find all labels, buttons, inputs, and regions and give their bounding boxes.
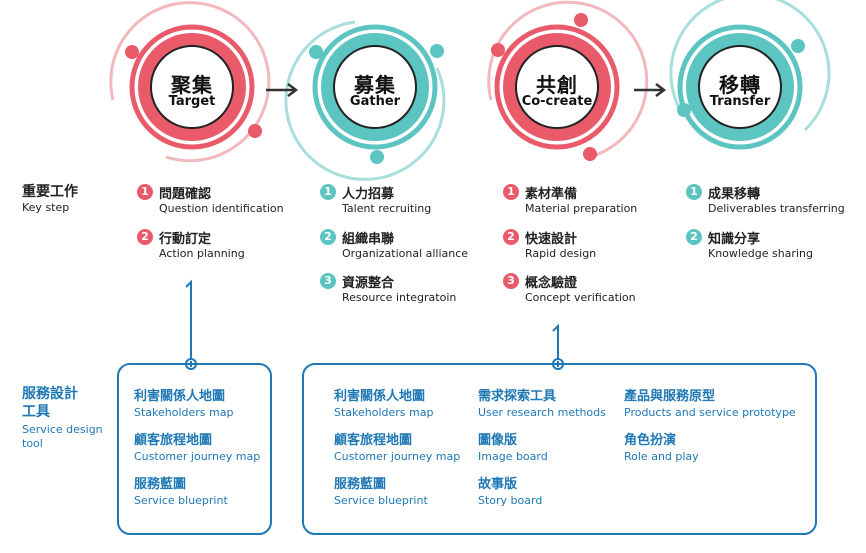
- step-title-en: Deliverables transferring: [708, 202, 845, 215]
- step-title-zh: 概念驗證: [525, 276, 578, 291]
- step-title-zh: 問題確認: [159, 187, 212, 202]
- tool-title-zh: 產品與服務原型: [624, 389, 716, 404]
- tool-item: 利害關係人地圖 Stakeholders map: [134, 385, 233, 419]
- stage-1-orbit-dot: [248, 124, 262, 138]
- step-title-en: Material preparation: [525, 202, 638, 215]
- step-number-badge: 1: [137, 184, 153, 200]
- tool-title-en: User research methods: [478, 406, 606, 419]
- step-number-badge: 2: [137, 229, 153, 245]
- tool-title-en: Products and service prototype: [624, 406, 796, 419]
- stage-3-title-zh: 共創: [536, 73, 578, 97]
- stage-2-orbit-dot: [370, 150, 384, 164]
- tool-item: 圖像版 Image board: [478, 429, 548, 463]
- stage-1-orbit-dot: [125, 45, 139, 59]
- tool-item: 利害關係人地圖 Stakeholders map: [334, 385, 433, 419]
- stage-2-orbit-dot: [309, 45, 323, 59]
- stage-1-title-en: Target: [168, 94, 216, 109]
- tool-title-en: Story board: [478, 494, 543, 507]
- step-number-badge: 3: [320, 273, 336, 289]
- step-number-badge: 2: [503, 229, 519, 245]
- stage-4-orbit-dot: [791, 39, 805, 53]
- tool-title-en: Stakeholders map: [134, 406, 234, 419]
- stage-2-orbit-dot: [430, 44, 444, 58]
- tool-title-en: Stakeholders map: [334, 406, 434, 419]
- step-number-badge: 1: [320, 184, 336, 200]
- tool-title-en: Service blueprint: [334, 494, 428, 507]
- step-number-badge: 1: [686, 184, 702, 200]
- tool-item: 故事版 Story board: [478, 473, 542, 507]
- tool-title-zh: 故事版: [478, 477, 518, 492]
- arrow-3-4: [634, 83, 667, 97]
- tool-item: 服務藍圖 Service blueprint: [134, 473, 228, 507]
- tool-title-zh: 利害關係人地圖: [134, 389, 226, 404]
- step-title-en: Resource integratoin: [342, 291, 457, 304]
- tool-item: 顧客旅程地圖 Customer journey map: [134, 429, 260, 463]
- tool-title-en: Customer journey map: [134, 450, 261, 463]
- step-title-zh: 資源整合: [342, 276, 395, 291]
- step-title-en: Knowledge sharing: [708, 247, 813, 260]
- stage-3-title-en: Co-create: [521, 94, 593, 109]
- tool-title-zh: 利害關係人地圖: [334, 389, 426, 404]
- stage-3-orbit-dot: [583, 147, 597, 161]
- step-number-badge: 1: [503, 184, 519, 200]
- tool-title-en: Customer journey map: [334, 450, 461, 463]
- tools-title-zh-2: 工具: [22, 404, 50, 420]
- stage-3-orbit-dot: [491, 43, 505, 57]
- step-title-zh: 知識分享: [708, 232, 761, 247]
- tool-title-zh: 圖像版: [478, 433, 518, 448]
- stage-4-orbit-dot: [677, 103, 691, 117]
- step-title-zh: 快速設計: [525, 232, 578, 247]
- stage-1-target: [109, 1, 271, 163]
- step-number-badge: 2: [320, 229, 336, 245]
- tool-title-zh: 角色扮演: [624, 433, 677, 448]
- tool-item: 產品與服務原型 Products and service prototype: [624, 385, 796, 419]
- stage-2-title-zh: 募集: [354, 73, 396, 97]
- tool-item: 服務藍圖 Service blueprint: [334, 473, 428, 507]
- tool-title-zh: 需求探索工具: [478, 389, 557, 404]
- step-title-en: Organizational alliance: [342, 247, 469, 260]
- stage-1-title-zh: 聚集: [171, 73, 213, 97]
- step-title-zh: 人力招募: [342, 187, 395, 202]
- stage-4-title-en: Transfer: [709, 94, 771, 109]
- step-title-zh: 成果移轉: [708, 187, 761, 202]
- arrow-1-2: [266, 83, 299, 97]
- step-number-badge: 3: [503, 273, 519, 289]
- tool-title-zh: 服務藍圖: [334, 477, 387, 492]
- step-title-en: Rapid design: [525, 247, 597, 260]
- tool-title-zh: 服務藍圖: [134, 477, 187, 492]
- step-title-zh: 行動訂定: [159, 232, 212, 247]
- tools-title-zh-1: 服務設計: [22, 386, 78, 402]
- stage-3-cocreate: [487, 0, 649, 161]
- tool-title-zh: 顧客旅程地圖: [334, 433, 413, 448]
- tool-title-en: Service blueprint: [134, 494, 228, 507]
- step-number-badge: 2: [686, 229, 702, 245]
- stage-3-orbit-dot: [574, 13, 588, 27]
- key-step-title-en: Key step: [22, 201, 70, 214]
- tool-title-en: Image board: [478, 450, 548, 463]
- stage-4-title-zh: 移轉: [719, 73, 761, 97]
- step-title-en: Action planning: [159, 247, 245, 260]
- tool-title-en: Role and play: [624, 450, 699, 463]
- tool-title-zh: 顧客旅程地圖: [134, 433, 213, 448]
- tool-box-2-frame: [302, 363, 817, 535]
- key-step-title-zh: 重要工作: [22, 184, 78, 200]
- step-title-zh: 素材準備: [525, 187, 578, 202]
- connector-1: [185, 279, 197, 370]
- step-title-en: Concept verification: [525, 291, 636, 304]
- stage-4-transfer: [669, 0, 831, 150]
- tool-item: 顧客旅程地圖 Customer journey map: [334, 429, 460, 463]
- step-title-en: Question identification: [159, 202, 284, 215]
- step-title-zh: 組織串聯: [342, 232, 395, 247]
- stage-2-gather: [284, 20, 446, 181]
- tool-item: 角色扮演 Role and play: [624, 429, 699, 463]
- tools-title-en-2: tool: [22, 437, 43, 450]
- step-title-en: Talent recruiting: [342, 202, 432, 215]
- stage-2-title-en: Gather: [349, 94, 401, 109]
- connector-2: [552, 323, 564, 370]
- tool-box-1-frame: [117, 363, 272, 535]
- tools-title-en-1: Service design: [22, 423, 103, 436]
- tool-item: 需求探索工具 User research methods: [478, 385, 606, 419]
